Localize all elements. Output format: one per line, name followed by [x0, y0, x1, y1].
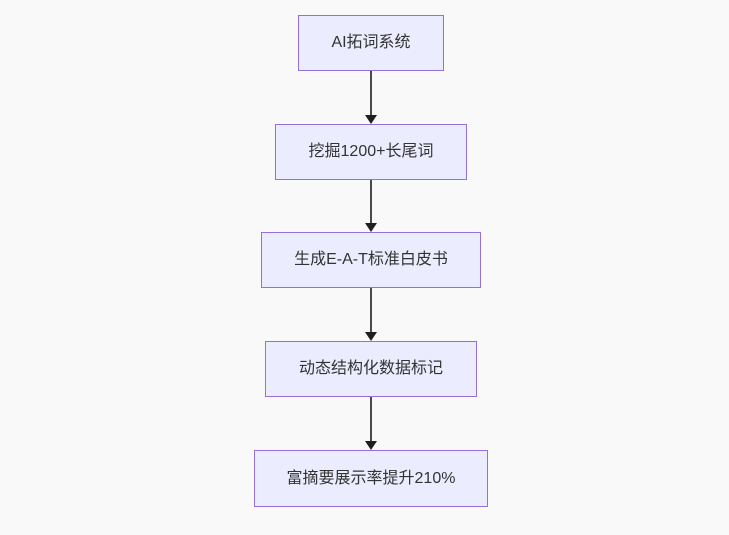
flow-node-label: 动态结构化数据标记: [298, 360, 443, 377]
flow-node-structured-data-markup: 动态结构化数据标记: [265, 341, 477, 397]
flow-node-label: 生成E-A-T标准白皮书: [294, 251, 448, 268]
flow-node-label: 富摘要展示率提升210%: [286, 469, 456, 487]
arrowhead-down-icon: [365, 223, 377, 232]
arrow-line: [370, 288, 372, 332]
flow-node-longtail-mining: 挖掘1200+长尾词: [275, 124, 467, 180]
flow-node-label: AI拓词系统: [331, 34, 411, 51]
arrowhead-down-icon: [365, 441, 377, 450]
flow-arrow-3: [365, 288, 377, 341]
arrow-line: [370, 180, 372, 223]
arrowhead-down-icon: [365, 115, 377, 124]
flow-node-label: 挖掘1200+长尾词: [308, 143, 434, 160]
flow-arrow-4: [365, 397, 377, 450]
flow-node-rich-snippet-rate: 富摘要展示率提升210%: [254, 450, 488, 507]
arrow-line: [370, 71, 372, 115]
flow-arrow-2: [365, 180, 377, 232]
flow-arrow-1: [365, 71, 377, 124]
arrowhead-down-icon: [365, 332, 377, 341]
arrow-line: [370, 397, 372, 441]
flow-node-eat-whitepaper: 生成E-A-T标准白皮书: [261, 232, 481, 288]
flow-node-ai-keyword-system: AI拓词系统: [298, 15, 444, 71]
